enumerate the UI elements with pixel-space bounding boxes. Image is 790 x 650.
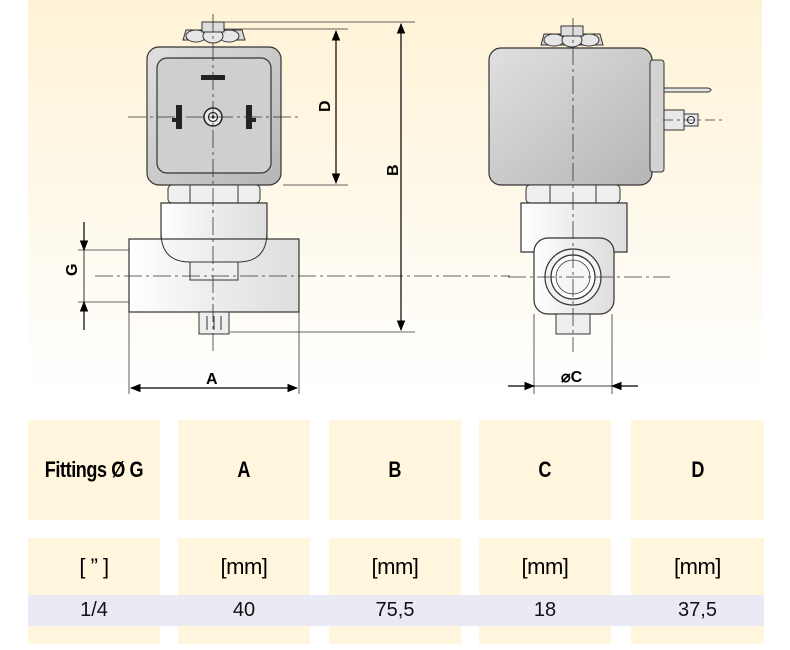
solenoid-valve-drawing: B D A G ⌀C (64, 14, 726, 394)
unit-cell-d: [mm] (631, 538, 764, 595)
technical-drawing-panel: B D A G ⌀C (28, 0, 762, 394)
dimension-b-label: B (385, 164, 402, 176)
dimension-d-label: D (317, 100, 334, 112)
dimension-g-label: G (64, 264, 81, 276)
side-connector (649, 59, 665, 173)
side-terminal (663, 87, 712, 131)
unit-cell-fittings: [ ” ] (28, 538, 160, 595)
unit-a: [mm] (220, 553, 268, 579)
header-cell-b: B (329, 420, 461, 520)
value-c: 18 (533, 599, 557, 621)
table-footer-strip (631, 626, 764, 644)
dimension-a-label: A (206, 371, 218, 388)
header-c: C (538, 457, 552, 482)
value-d: 37,5 (678, 599, 717, 621)
front-pipe-body (128, 238, 300, 313)
table-row (28, 595, 764, 626)
header-cell-c: C (479, 420, 611, 520)
header-cell-fittings: Fittings Ø G (28, 420, 160, 520)
value-fittings: 1/4 (80, 599, 108, 621)
header-cell-a: A (178, 420, 310, 520)
front-view (128, 14, 300, 352)
table-footer-strip (28, 626, 160, 644)
table-footer-strip (329, 626, 461, 644)
unit-cell-c: [mm] (479, 538, 611, 595)
side-view (488, 18, 726, 352)
dimension-c-label: ⌀C (561, 369, 583, 386)
table-footer-strip (178, 626, 310, 644)
unit-d: [mm] (674, 553, 721, 579)
header-fittings: Fittings Ø G (44, 457, 144, 482)
unit-c: [mm] (521, 553, 569, 579)
unit-b: [mm] (371, 553, 419, 579)
unit-cell-b: [mm] (329, 538, 461, 595)
value-b: 75,5 (375, 599, 415, 621)
unit-cell-a: [mm] (178, 538, 310, 595)
header-b: B (388, 457, 402, 482)
side-coil (488, 47, 653, 186)
table-footer-strip (479, 626, 611, 644)
header-cell-d: D (631, 420, 764, 520)
header-d: D (691, 457, 704, 482)
value-a: 40 (232, 599, 256, 621)
unit-fittings: [ ” ] (79, 553, 109, 579)
header-a: A (237, 457, 251, 482)
